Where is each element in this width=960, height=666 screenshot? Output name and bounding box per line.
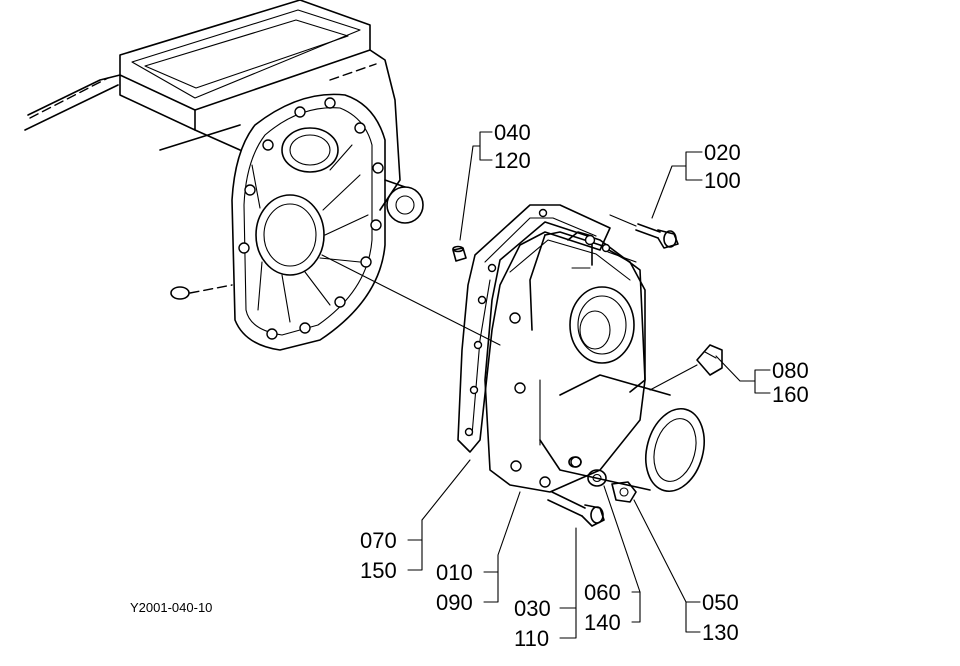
- figure-id: Y2001-040-10: [130, 600, 212, 615]
- callout-130: 130: [702, 620, 739, 645]
- leader-lines: [407, 131, 771, 639]
- callout-140: 140: [584, 610, 621, 635]
- callout-090: 090: [436, 590, 473, 615]
- cover-case: [484, 221, 705, 493]
- callout-080: 080: [772, 358, 809, 383]
- callout-160: 160: [772, 382, 809, 407]
- callout-labels: 040 120 020 100 080 160 070 150 010 090 …: [360, 120, 809, 651]
- breather-plug: [649, 344, 723, 391]
- callout-050: 050: [702, 590, 739, 615]
- callout-010: 010: [436, 560, 473, 585]
- callout-110: 110: [514, 626, 549, 651]
- callout-120: 120: [494, 148, 531, 173]
- transmission-case: [24, 0, 501, 351]
- bolt-bottom: [547, 491, 605, 527]
- dowel-pin: [452, 245, 467, 262]
- callout-030: 030: [514, 596, 551, 621]
- gasket: [457, 204, 611, 453]
- callout-040: 040: [494, 120, 531, 145]
- plug: [568, 456, 637, 503]
- bolt-top: [609, 214, 679, 249]
- callout-100: 100: [704, 168, 741, 193]
- callout-020: 020: [704, 140, 741, 165]
- callout-150: 150: [360, 558, 397, 583]
- callout-070: 070: [360, 528, 397, 553]
- washer: [587, 469, 607, 487]
- callout-060: 060: [584, 580, 621, 605]
